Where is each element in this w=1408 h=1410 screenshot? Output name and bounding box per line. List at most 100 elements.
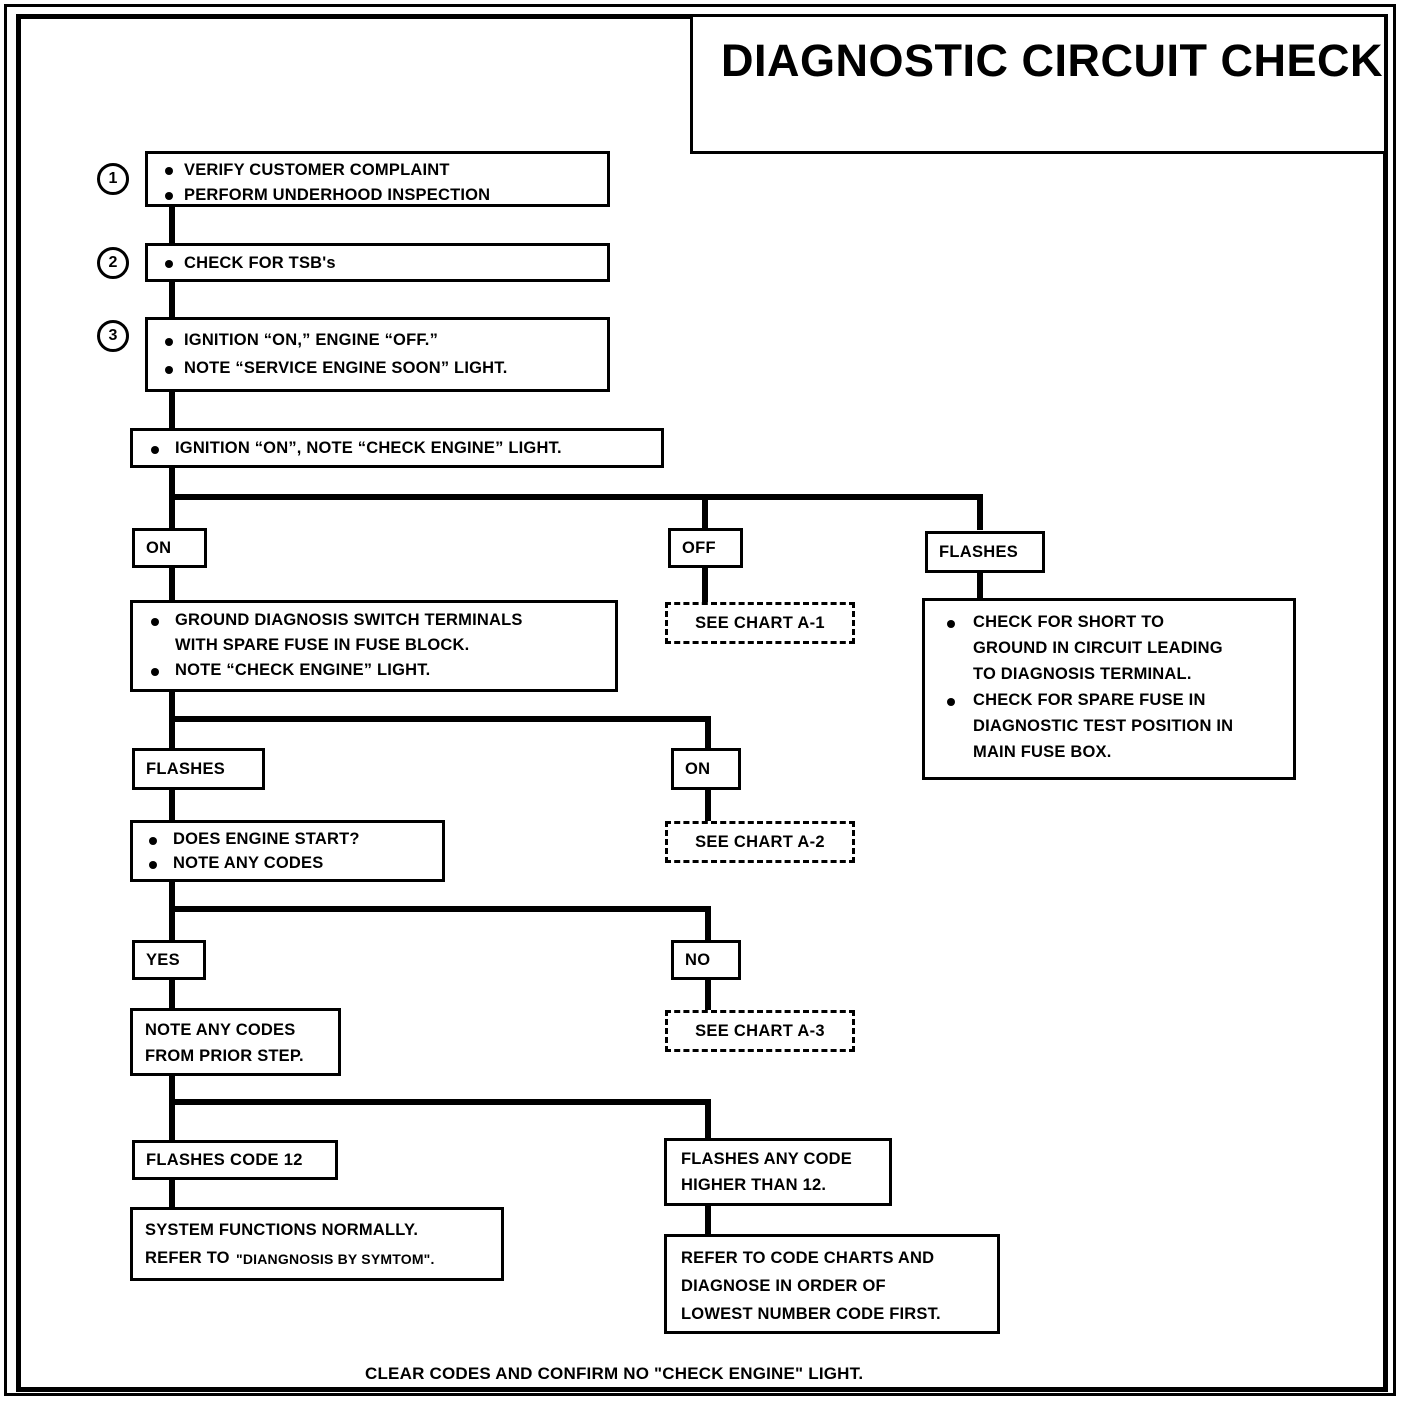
node-step3: IGNITION “ON,” ENGINE “OFF.” NOTE “SERVI…	[145, 317, 610, 392]
bullet-icon	[947, 698, 955, 706]
connector-higher-to-refercharts	[705, 1202, 711, 1236]
node-check-short-line-4: CHECK FOR SPARE FUSE IN	[973, 691, 1206, 709]
bullet-icon	[149, 861, 157, 869]
connector-groundflashes-to-enginestart	[169, 786, 175, 822]
chart-ref-a2[interactable]: SEE CHART A-2	[665, 821, 855, 863]
connector-yesno-bus	[169, 906, 711, 912]
connector-step1-step2	[169, 205, 175, 253]
branch-label-start-yes-text: YES	[146, 950, 180, 969]
node-step1-line-2: PERFORM UNDERHOOD INSPECTION	[184, 186, 491, 204]
node-check-short-line-5: DIAGNOSTIC TEST POSITION IN	[973, 717, 1234, 735]
bullet-icon	[151, 446, 159, 454]
node-ignition-on-note-line-1: IGNITION “ON”, NOTE “CHECK ENGINE” LIGHT…	[175, 439, 562, 457]
connector-on-to-grounddiagnosis	[169, 567, 175, 602]
node-system-normal-line-2: REFER TO	[145, 1249, 230, 1267]
step-number-1: 1	[97, 163, 129, 195]
branch-label-ground-flashes: FLASHES	[132, 748, 265, 790]
node-refer-code-charts: REFER TO CODE CHARTS AND DIAGNOSE IN ORD…	[664, 1234, 1000, 1334]
node-flashes-higher: FLASHES ANY CODE HIGHER THAN 12.	[664, 1138, 892, 1206]
branch-label-ground-on-text: ON	[685, 759, 711, 778]
bullet-icon	[151, 618, 159, 626]
branch-label-lamp-on: ON	[132, 528, 207, 568]
node-ground-diagnosis-line-3: NOTE “CHECK ENGINE” LIGHT.	[175, 661, 431, 679]
branch-label-lamp-flashes: FLASHES	[925, 531, 1045, 573]
title-box: DIAGNOSTIC CIRCUIT CHECK	[690, 14, 1387, 154]
connector-yes-to-notecodes	[169, 978, 175, 1010]
branch-label-lamp-on-text: ON	[146, 538, 172, 557]
branch-label-lamp-off: OFF	[668, 528, 743, 568]
connector-bus-to-yes	[169, 906, 175, 942]
node-check-short: CHECK FOR SHORT TO GROUND IN CIRCUIT LEA…	[922, 598, 1296, 780]
connector-bus-to-on	[169, 494, 175, 530]
page-frame-outer	[4, 4, 1396, 1396]
connector-bus-to-groundflashes	[169, 716, 175, 752]
connector-bus-to-off	[702, 494, 708, 530]
node-flashes-code-12: FLASHES CODE 12	[132, 1140, 338, 1180]
node-note-codes-prior-line-1: NOTE ANY CODES	[145, 1021, 296, 1039]
connector-off-to-charta1	[702, 567, 708, 603]
connector-bus-to-flashes	[977, 494, 983, 530]
node-step1-line-1: VERIFY CUSTOMER COMPLAINT	[184, 161, 450, 179]
branch-label-start-yes: YES	[132, 940, 206, 980]
bullet-icon	[165, 167, 173, 175]
node-step1: VERIFY CUSTOMER COMPLAINT PERFORM UNDERH…	[145, 151, 610, 207]
bullet-icon	[165, 338, 173, 346]
node-system-normal-line-1: SYSTEM FUNCTIONS NORMALLY.	[145, 1221, 419, 1239]
node-step3-line-2: NOTE “SERVICE ENGINE SOON” LIGHT.	[184, 359, 508, 377]
connector-bus-to-higher	[705, 1099, 711, 1143]
node-refer-code-charts-line-2: DIAGNOSE IN ORDER OF	[681, 1277, 886, 1295]
connector-grounddiagnosis-down	[169, 690, 175, 722]
branch-label-ground-on: ON	[671, 748, 741, 790]
node-refer-code-charts-line-1: REFER TO CODE CHARTS AND	[681, 1249, 935, 1267]
node-ignition-on-note: IGNITION “ON”, NOTE “CHECK ENGINE” LIGHT…	[130, 428, 664, 468]
branch-label-start-no-text: NO	[685, 950, 711, 969]
branch-label-ground-flashes-text: FLASHES	[146, 759, 226, 778]
node-step3-line-1: IGNITION “ON,” ENGINE “OFF.”	[184, 331, 439, 349]
branch-label-lamp-flashes-text: FLASHES	[939, 542, 1019, 561]
bullet-icon	[947, 620, 955, 628]
connector-groundon-to-charta2	[705, 786, 711, 822]
node-engine-start-line-2: NOTE ANY CODES	[173, 854, 324, 872]
node-flashes-code-12-text: FLASHES CODE 12	[146, 1150, 303, 1169]
connector-notecodes-down	[169, 1074, 175, 1104]
connector-codes-bus	[169, 1099, 711, 1105]
node-flashes-higher-line-2: HIGHER THAN 12.	[681, 1176, 827, 1194]
step-number-2: 2	[97, 247, 129, 279]
connector-groundresult-bus	[169, 716, 711, 722]
page-title: DIAGNOSTIC CIRCUIT CHECK	[721, 35, 1383, 86]
connector-bus-to-no	[705, 906, 711, 942]
node-check-short-line-1: CHECK FOR SHORT TO	[973, 613, 1165, 631]
bullet-icon	[165, 366, 173, 374]
connector-bus-to-groundon	[705, 716, 711, 752]
chart-ref-a1-text: SEE CHART A-1	[695, 613, 825, 632]
chart-ref-a3-text: SEE CHART A-3	[695, 1021, 825, 1040]
connector-step2-step3	[169, 280, 175, 322]
node-flashes-higher-line-1: FLASHES ANY CODE	[681, 1150, 852, 1168]
footer-note: CLEAR CODES AND CONFIRM NO "CHECK ENGINE…	[365, 1364, 864, 1383]
step-number-3: 3	[97, 320, 129, 352]
chart-ref-a3[interactable]: SEE CHART A-3	[665, 1010, 855, 1052]
node-check-short-line-6: MAIN FUSE BOX.	[973, 743, 1112, 761]
node-system-normal: SYSTEM FUNCTIONS NORMALLY. REFER TO "DIA…	[130, 1207, 504, 1281]
node-check-short-line-3: TO DIAGNOSIS TERMINAL.	[973, 665, 1192, 683]
bullet-icon	[165, 260, 173, 268]
connector-code12-to-systemnormal	[169, 1178, 175, 1210]
node-system-normal-line-3: "DIANGNOSIS BY SYMTOM".	[236, 1251, 435, 1267]
bullet-icon	[149, 837, 157, 845]
connector-flashes-to-checkshort	[977, 572, 983, 600]
connector-lampstate-bus	[169, 494, 983, 500]
node-note-codes-prior: NOTE ANY CODES FROM PRIOR STEP.	[130, 1008, 341, 1076]
connector-bus-to-code12	[169, 1099, 175, 1143]
node-step2: CHECK FOR TSB's	[145, 243, 610, 282]
node-engine-start: DOES ENGINE START? NOTE ANY CODES	[130, 820, 445, 882]
node-ground-diagnosis-line-1: GROUND DIAGNOSIS SWITCH TERMINALS	[175, 611, 523, 629]
connector-no-to-charta3	[705, 978, 711, 1012]
chart-ref-a2-text: SEE CHART A-2	[695, 832, 825, 851]
bullet-icon	[165, 192, 173, 200]
node-step2-line-1: CHECK FOR TSB's	[184, 254, 336, 272]
node-note-codes-prior-line-2: FROM PRIOR STEP.	[145, 1047, 304, 1065]
chart-ref-a1[interactable]: SEE CHART A-1	[665, 602, 855, 644]
node-refer-code-charts-line-3: LOWEST NUMBER CODE FIRST.	[681, 1305, 941, 1323]
node-check-short-line-2: GROUND IN CIRCUIT LEADING	[973, 639, 1223, 657]
